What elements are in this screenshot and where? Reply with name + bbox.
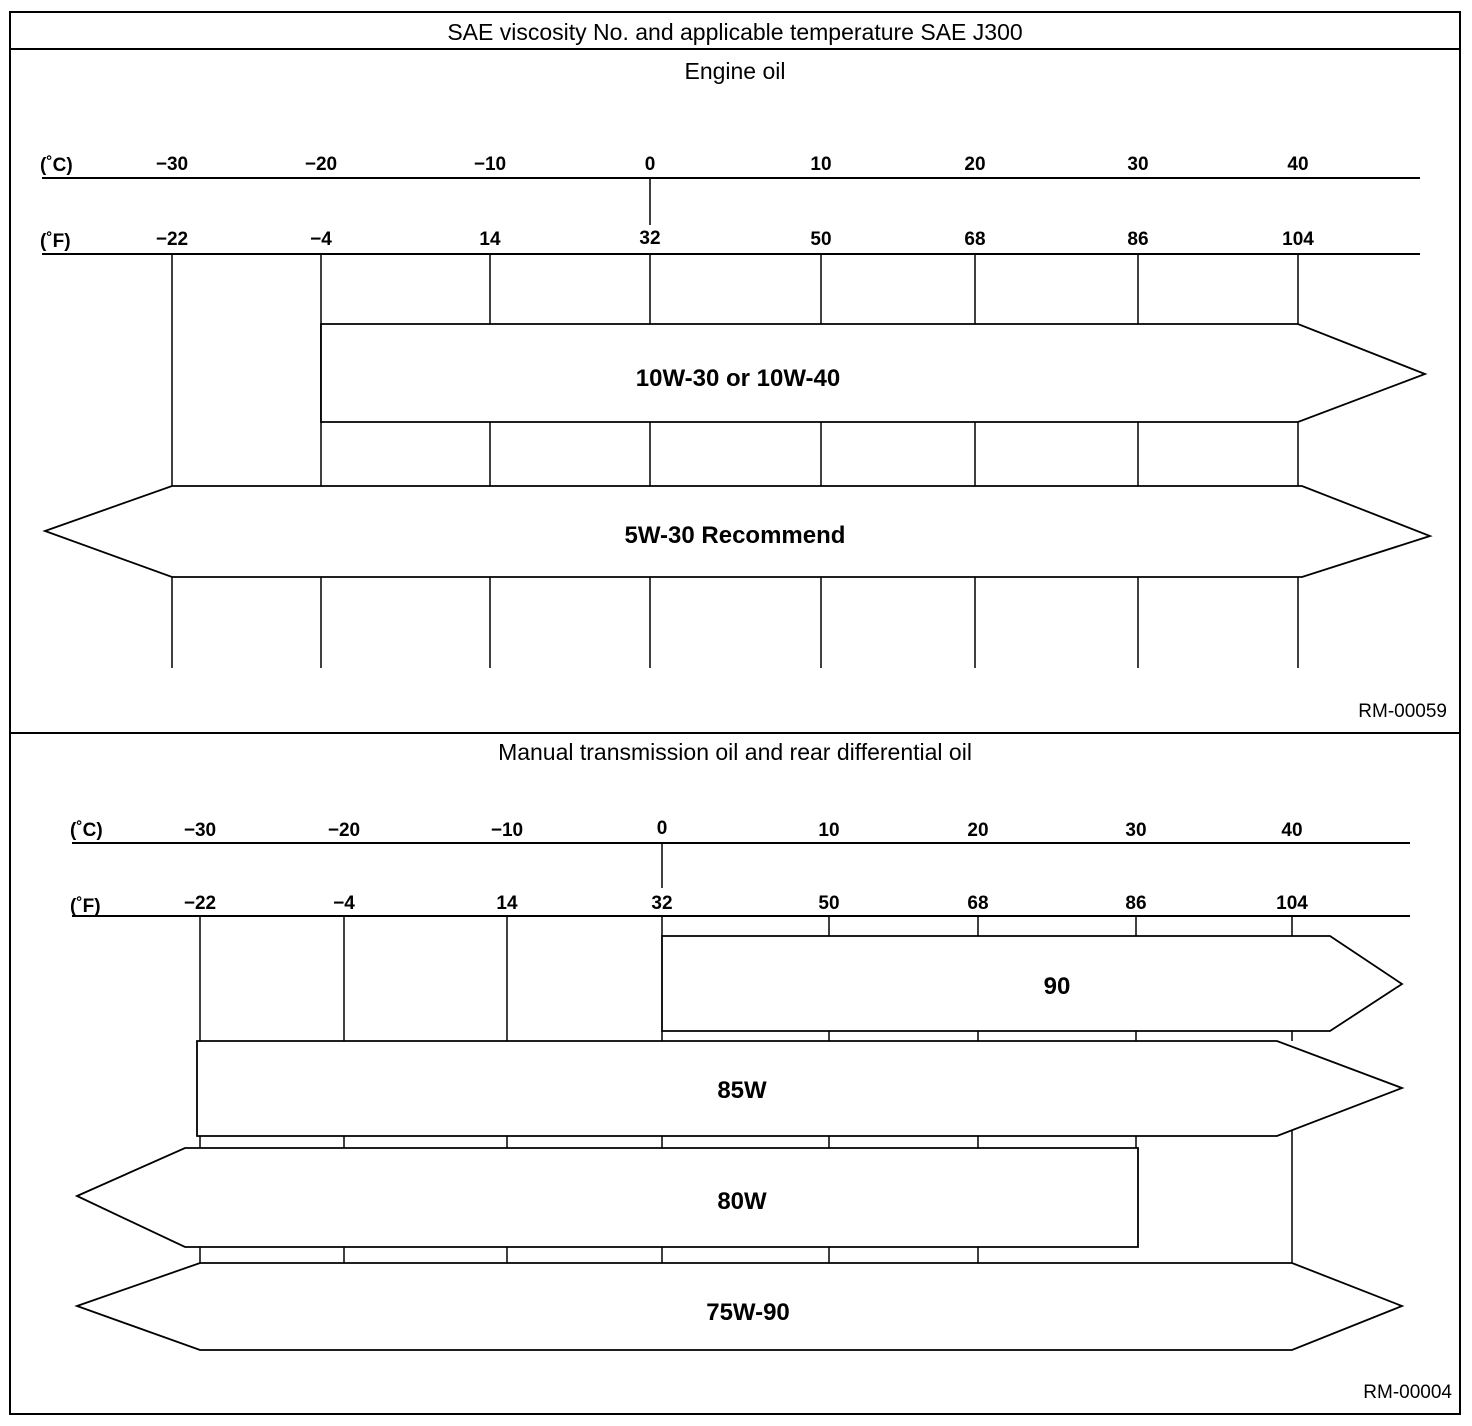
- trans-celsius-ticks: −30 −20 −10 0 10 20 30 40: [184, 818, 1303, 841]
- band-75w90-label: 75W-90: [706, 1299, 790, 1326]
- engine-fahrenheit-ticks: −22 −4 14 32 50 68 86 104: [156, 228, 1314, 250]
- trans-c-tick-0: −30: [184, 820, 216, 841]
- engine-c-tick-5: 20: [964, 154, 985, 175]
- fahrenheit-unit-label-2: (˚F): [70, 896, 101, 917]
- engine-c-tick-1: −20: [305, 154, 337, 175]
- transmission-oil-section: Manual transmission oil and rear differe…: [70, 739, 1452, 1403]
- band-80w: [74, 1147, 1139, 1248]
- trans-c-tick-7: 40: [1281, 820, 1302, 841]
- engine-f-tick-0: −22: [156, 229, 188, 250]
- trans-f-tick-3: 32: [651, 893, 672, 914]
- transmission-oil-title: Manual transmission oil and rear differe…: [498, 739, 972, 765]
- band-10w30-10w40: [320, 323, 1428, 423]
- engine-reference-code: RM-00059: [1358, 701, 1447, 722]
- engine-c-tick-0: −30: [156, 154, 188, 175]
- engine-gridlines: [171, 254, 1299, 668]
- band-5w30: [42, 485, 1433, 578]
- band-80w-label: 80W: [717, 1188, 767, 1215]
- trans-c-tick-6: 30: [1125, 820, 1146, 841]
- trans-f-tick-5: 68: [967, 893, 988, 914]
- celsius-unit-label: (˚C): [40, 155, 73, 176]
- trans-c-tick-1: −20: [328, 820, 360, 841]
- main-title: SAE viscosity No. and applicable tempera…: [447, 19, 1022, 45]
- trans-f-tick-2: 14: [496, 893, 518, 914]
- trans-c-tick-3: 0: [657, 818, 668, 839]
- trans-reference-code: RM-00004: [1363, 1382, 1452, 1403]
- outer-frame: [9, 11, 1461, 1415]
- engine-c-tick-3: 0: [645, 154, 656, 175]
- band-75w90: [74, 1262, 1405, 1351]
- band-90: [661, 935, 1404, 1032]
- celsius-unit-label-2: (˚C): [70, 820, 103, 841]
- trans-gridlines: [199, 916, 1293, 1263]
- engine-c-tick-4: 10: [810, 154, 831, 175]
- engine-f-tick-7: 104: [1282, 229, 1314, 250]
- trans-f-tick-0: −22: [184, 893, 216, 914]
- trans-f-tick-1: −4: [333, 893, 355, 914]
- trans-f-tick-7: 104: [1276, 893, 1308, 914]
- engine-f-tick-1: −4: [310, 229, 332, 250]
- band-10w30-10w40-label: 10W-30 or 10W-40: [636, 365, 840, 392]
- engine-oil-title: Engine oil: [684, 58, 785, 84]
- band-90-label: 90: [1044, 973, 1071, 1000]
- band-85w-label: 85W: [717, 1077, 767, 1104]
- band-5w30-label: 5W-30 Recommend: [625, 522, 846, 549]
- engine-f-tick-2: 14: [479, 229, 501, 250]
- trans-c-tick-2: −10: [491, 820, 523, 841]
- engine-f-tick-5: 68: [964, 229, 985, 250]
- engine-celsius-ticks: −30 −20 −10 0 10 20 30 40: [156, 154, 1309, 175]
- fahrenheit-unit-label: (˚F): [40, 231, 71, 252]
- trans-f-tick-6: 86: [1125, 893, 1146, 914]
- engine-oil-section: Engine oil (˚C) (˚F) −30 −20 −10 0 10 20…: [40, 58, 1447, 722]
- band-85w: [196, 1040, 1405, 1137]
- trans-fahrenheit-ticks: −22 −4 14 32 50 68 86 104: [184, 893, 1308, 914]
- trans-c-tick-5: 20: [967, 820, 988, 841]
- trans-c-tick-4: 10: [818, 820, 839, 841]
- engine-f-tick-6: 86: [1127, 229, 1148, 250]
- engine-c-tick-7: 40: [1287, 154, 1308, 175]
- engine-c-tick-6: 30: [1127, 154, 1148, 175]
- engine-c-tick-2: −10: [474, 154, 506, 175]
- trans-f-tick-4: 50: [818, 893, 839, 914]
- engine-f-tick-3: 32: [639, 228, 660, 249]
- engine-f-tick-4: 50: [810, 229, 831, 250]
